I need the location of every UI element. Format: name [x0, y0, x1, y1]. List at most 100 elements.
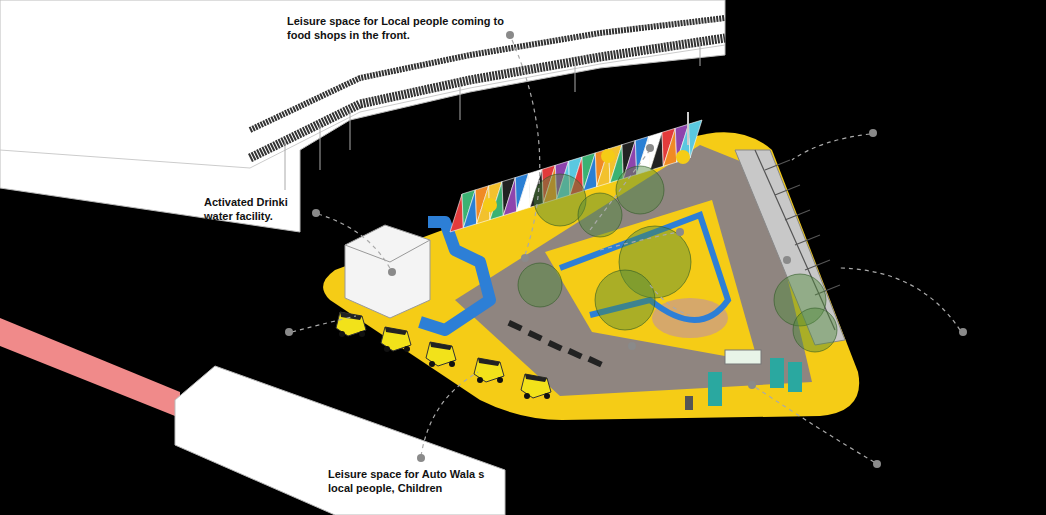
- low-building: [175, 366, 505, 515]
- leader-line: [650, 285, 690, 315]
- info-panel: [708, 372, 722, 406]
- annotation-note: Leisure space for Local people coming to…: [287, 14, 515, 42]
- leader-dot: [676, 228, 684, 236]
- canopy-panel: [689, 120, 702, 158]
- kiosk-edge: [345, 240, 430, 262]
- leader-line: [512, 40, 540, 255]
- canopy-panel: [583, 153, 596, 191]
- road-strip: [0, 318, 180, 418]
- canopy-panel: [450, 194, 463, 232]
- leader-line: [752, 385, 874, 462]
- leader-dot: [312, 209, 320, 217]
- leader-line: [840, 268, 960, 330]
- rickshaw-body: [521, 374, 551, 398]
- column: [350, 110, 351, 150]
- column: [320, 124, 321, 170]
- column: [285, 140, 286, 190]
- parking-mark: [547, 340, 562, 351]
- leader-dot: [521, 254, 529, 262]
- tree: [578, 193, 622, 237]
- leader-dot: [646, 144, 654, 152]
- leader-dots: [285, 31, 967, 468]
- play-lawn: [545, 200, 758, 362]
- rickshaw-wheel: [524, 393, 530, 399]
- tree: [793, 308, 837, 352]
- rickshaw-wheel: [359, 331, 365, 337]
- parking-marks: [507, 320, 602, 367]
- water-kiosk: [345, 225, 430, 318]
- trees: [518, 166, 837, 352]
- canopy-panel: [517, 173, 530, 211]
- rickshaw-wheel: [544, 393, 550, 399]
- leader-line: [292, 316, 356, 332]
- column: [575, 62, 576, 92]
- rickshaw-body: [474, 358, 504, 382]
- yellow-platform: [323, 132, 859, 420]
- leader-dot: [285, 328, 293, 336]
- parking-mark: [507, 320, 522, 331]
- info-panel: [770, 358, 784, 388]
- leader-dot: [873, 460, 881, 468]
- leader-dot: [748, 381, 756, 389]
- auto-rickshaw: [474, 358, 504, 383]
- rickshaw-roof: [525, 374, 547, 382]
- rickshaw-body: [336, 312, 366, 336]
- tree: [616, 166, 664, 214]
- bin: [685, 396, 693, 410]
- rickshaw-roof: [430, 342, 452, 350]
- lamp-post: [687, 112, 689, 145]
- rickshaw-wheel: [449, 361, 455, 367]
- scaffold-frame: [755, 150, 840, 330]
- rickshaw-wheel: [497, 377, 503, 383]
- leader-line: [421, 372, 478, 456]
- rickshaw-roof: [478, 358, 500, 366]
- leader-line: [600, 232, 678, 250]
- tree: [595, 270, 655, 330]
- canopy-panel: [663, 128, 676, 166]
- leader-dot: [783, 256, 791, 264]
- rickshaw-wheel: [429, 361, 435, 367]
- tree: [518, 263, 562, 307]
- leader-dot: [506, 31, 514, 39]
- auto-rickshaw: [521, 374, 551, 399]
- rickshaw-wheel: [339, 331, 345, 337]
- signboard: [725, 350, 761, 364]
- rickshaw-roof: [340, 312, 362, 320]
- leader-dot: [869, 129, 877, 137]
- leader-lines: [292, 40, 960, 462]
- annotation-note: Activated Drinki water facility.: [204, 195, 300, 223]
- leader-dot: [628, 342, 636, 350]
- auto-rickshaw: [426, 342, 456, 367]
- parking-mark: [527, 330, 542, 341]
- annotation-note: Leisure space for Auto Wala s local peop…: [328, 467, 506, 495]
- canopy-lamp: [483, 198, 497, 212]
- rickshaw-wheel: [477, 377, 483, 383]
- canopy: [450, 120, 702, 232]
- leader-dot: [959, 328, 967, 336]
- auto-rickshaw: [336, 312, 366, 337]
- canopy-lamp: [601, 149, 615, 163]
- leader-line: [318, 214, 392, 272]
- column: [700, 42, 701, 66]
- canopy-panel: [503, 178, 516, 216]
- leader-dot: [417, 454, 425, 462]
- leader-dot: [388, 268, 396, 276]
- canopy-lamp: [676, 150, 690, 164]
- scaffold: [755, 150, 840, 330]
- parking-mark: [587, 356, 602, 367]
- rickshaw-roof: [385, 327, 407, 335]
- leader-line: [590, 150, 650, 230]
- auto-rickshaws: [336, 312, 551, 399]
- column: [460, 85, 461, 120]
- rickshaw-body: [381, 327, 411, 351]
- rickshaw-wheel: [404, 346, 410, 352]
- leader-line: [792, 134, 870, 160]
- parking-mark: [567, 348, 582, 359]
- canopy-panel: [463, 190, 476, 228]
- rickshaw-body: [426, 342, 456, 366]
- auto-rickshaw: [381, 327, 411, 352]
- rickshaw-wheel: [384, 346, 390, 352]
